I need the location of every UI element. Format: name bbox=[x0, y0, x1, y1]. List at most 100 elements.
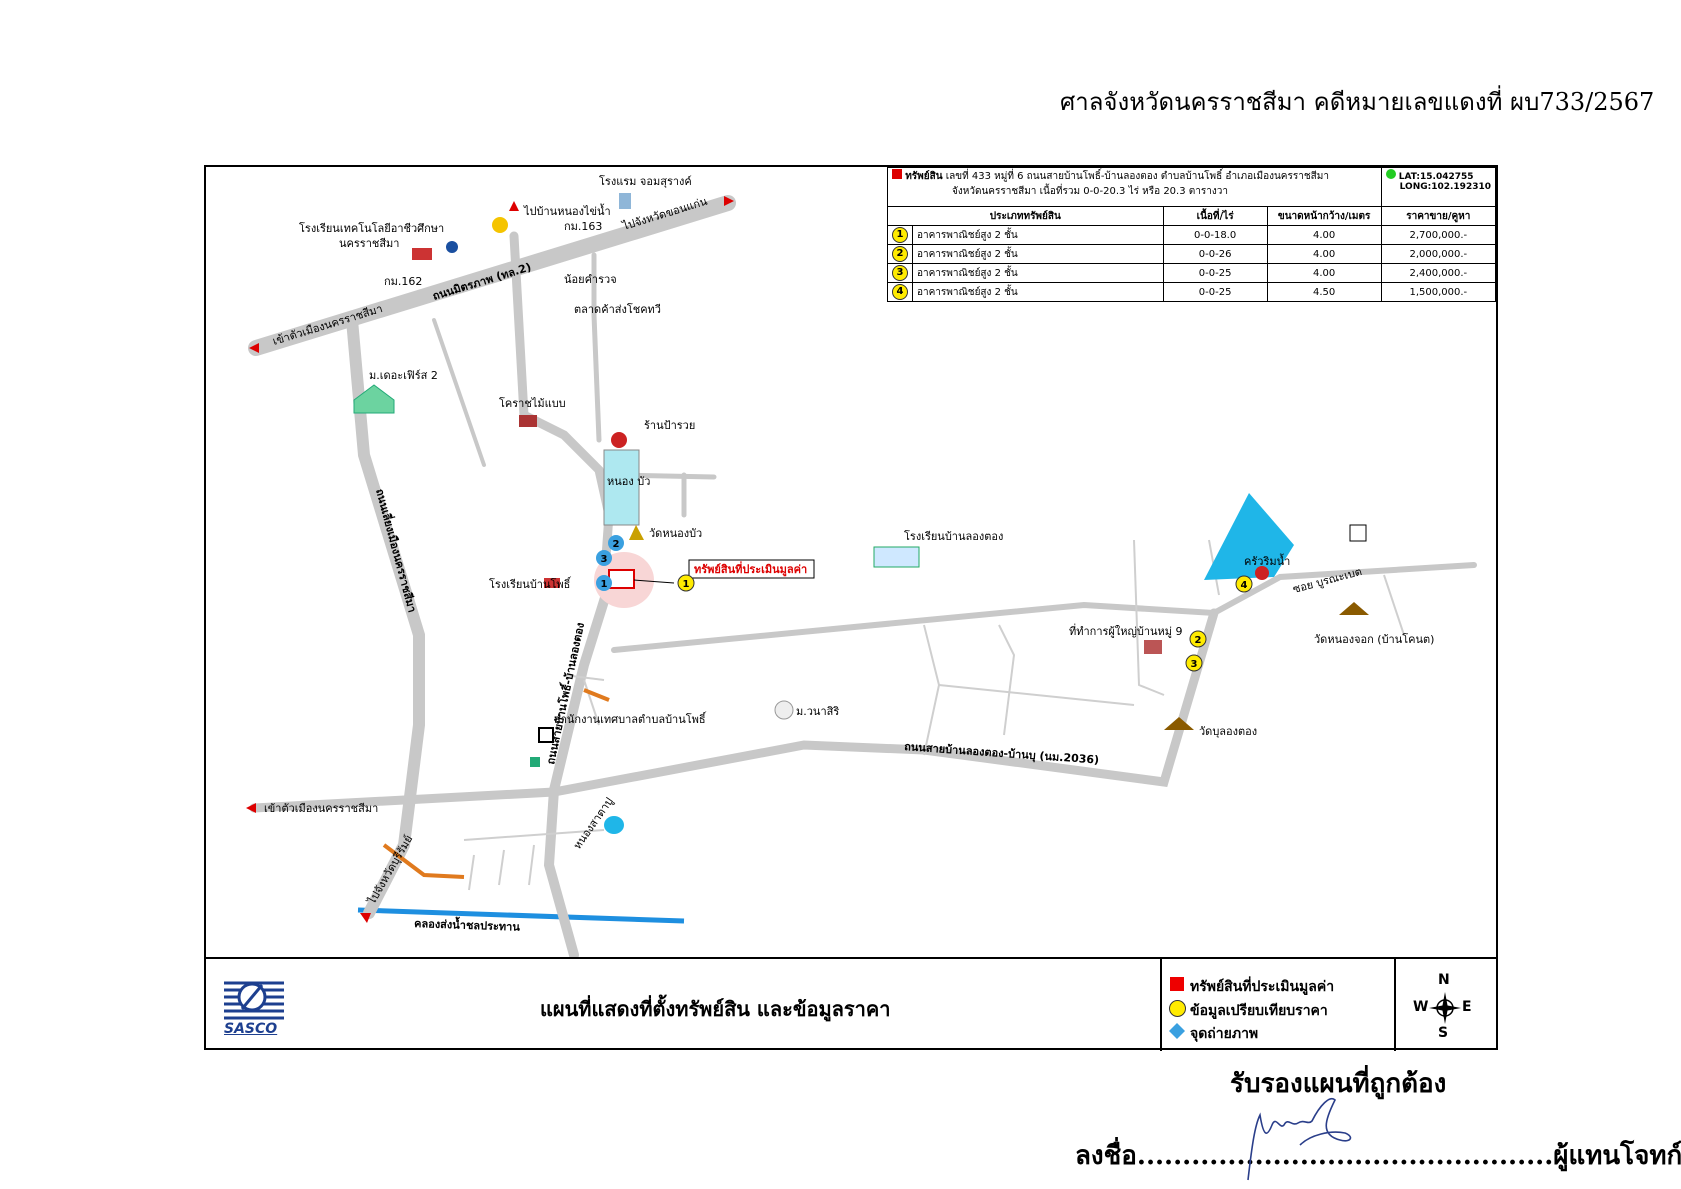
label-school-banpho: โรงเรียนบ้านโพธิ์ bbox=[489, 576, 572, 591]
svg-text:3: 3 bbox=[601, 554, 608, 565]
road-north bbox=[509, 231, 614, 590]
label-hotel: โรงแรม จอมสุรางค์ bbox=[599, 174, 692, 188]
label-wat-nongbua: วัดหนองบัว bbox=[649, 527, 702, 540]
long-value: LONG:102.192310 bbox=[1399, 182, 1491, 192]
photo-point-1 bbox=[596, 575, 612, 591]
label-village-2: ม.เดอะเฟิร์ส 2 bbox=[369, 369, 438, 382]
arrow-up bbox=[509, 201, 519, 211]
road-small-1 bbox=[432, 318, 486, 467]
village-nasiri-icon bbox=[774, 700, 794, 720]
signature-line: ลงชื่อ..................................… bbox=[1075, 1135, 1681, 1176]
gas-icon bbox=[446, 241, 458, 253]
page-title: ศาลจังหวัดนครราชสีมา คดีหมายเลขแดงที่ ผบ… bbox=[1060, 88, 1655, 116]
wat-icon-nongjok bbox=[1339, 602, 1369, 615]
sasco-wordmark: SASCO bbox=[224, 1021, 278, 1037]
col-price: ราคาขาย/คูหา bbox=[1380, 206, 1497, 226]
sign-prefix: ลงชื่อ bbox=[1075, 1141, 1137, 1171]
label-wat-bulongtong: วัดบุลองตอง bbox=[1199, 725, 1257, 738]
col-area: เนื้อที่/ไร่ bbox=[1162, 206, 1268, 226]
property-marker-icon bbox=[892, 169, 902, 179]
krua-icon bbox=[1255, 566, 1269, 580]
table-row: 4 อาคารพาณิชย์สูง 2 ชั้น 0-0-25 4.50 1,5… bbox=[887, 282, 1497, 302]
school-icon-longtong bbox=[873, 546, 920, 568]
canal-line bbox=[357, 907, 685, 924]
property-label: ทรัพย์สิน bbox=[905, 171, 943, 182]
label-canal: คลองส่งน้ำชลประทาน bbox=[414, 915, 521, 934]
road-mittraphap bbox=[248, 195, 736, 356]
svg-text:2: 2 bbox=[613, 539, 620, 550]
col-type: ประเภททรัพย์สิน bbox=[887, 206, 1164, 226]
small-pond bbox=[604, 816, 624, 834]
label-pond: หนอง บัว bbox=[607, 475, 650, 488]
label-to-city-bottom: เข้าตัวเมืองนครราชสีมา bbox=[264, 802, 378, 815]
legend-compare-icon bbox=[1169, 1000, 1186, 1017]
sign-suffix: ผู้แทนโจทก์ bbox=[1553, 1141, 1681, 1171]
label-noi: น้อยคำรวจ bbox=[564, 273, 617, 286]
gps-icon bbox=[1385, 169, 1396, 179]
label-km162: กม.162 bbox=[384, 275, 422, 288]
pond-nongbua bbox=[603, 449, 640, 526]
legend-photo-icon bbox=[1169, 1023, 1185, 1039]
arrow-left-bottom bbox=[246, 803, 256, 813]
label-to-nongsaina: ไปบ้านหนองไข่น้ำ bbox=[523, 203, 611, 218]
label-krua: ครัวริมน้ำ bbox=[1244, 553, 1290, 568]
headman-icon bbox=[1144, 640, 1162, 654]
compass-e: E bbox=[1462, 999, 1472, 1015]
svg-text:4: 4 bbox=[1241, 580, 1248, 591]
label-wood: โคราชไม้แบบ bbox=[499, 396, 566, 410]
svg-text:2: 2 bbox=[1195, 635, 1202, 646]
table-row: 1 อาคารพาณิชย์สูง 2 ชั้น 0-0-18.0 4.00 2… bbox=[887, 225, 1497, 245]
label-school-longtong: โรงเรียนบ้านลองตอง bbox=[904, 529, 1003, 543]
legend-property-icon bbox=[1170, 977, 1184, 991]
school-icon-top bbox=[412, 248, 432, 260]
compass-n: N bbox=[1438, 972, 1450, 988]
label-km163: กม.163 bbox=[564, 220, 602, 233]
certify-heading: รับรองแผนที่ถูกต้อง bbox=[1230, 1069, 1447, 1099]
compass bbox=[1394, 957, 1498, 1051]
label-tech-2: นครราชสีมา bbox=[339, 237, 399, 250]
col-width: ขนาดหน้ากว้าง/เมตร bbox=[1266, 206, 1382, 226]
shop-icon bbox=[611, 432, 627, 448]
wood-icon bbox=[519, 415, 537, 427]
water-kruarimnam bbox=[1204, 493, 1294, 580]
handwritten-signature bbox=[1247, 1098, 1352, 1181]
compass-rose-icon bbox=[1429, 992, 1461, 1024]
subject-label-box bbox=[688, 559, 815, 579]
label-wat-nongjok: วัดหนองจอก (บ้านโคนต) bbox=[1314, 632, 1434, 646]
label-market: ตลาดค้าส่งโชคทวี bbox=[574, 302, 661, 316]
wat-icon-bulongtong bbox=[1164, 717, 1194, 730]
hotel-icon bbox=[619, 193, 631, 209]
compass-w: W bbox=[1413, 999, 1429, 1015]
photo-point-2 bbox=[608, 535, 624, 551]
map-frame bbox=[204, 165, 1498, 1050]
arrow-right-top bbox=[724, 196, 734, 206]
table-row: 2 อาคารพาณิชย์สูง 2 ชั้น 0-0-26 4.00 2,0… bbox=[887, 244, 1497, 264]
legend-photo-label: จุดถ่ายภาพ bbox=[1190, 1026, 1259, 1042]
shell-icon bbox=[492, 217, 508, 233]
road-longtong bbox=[249, 608, 1219, 813]
label-tech-1: โรงเรียนเทคโนโลยีอาชีวศึกษา bbox=[299, 221, 444, 235]
compare-point-1 bbox=[677, 574, 695, 592]
municipal-icon bbox=[538, 727, 554, 743]
compare-point-2 bbox=[1189, 630, 1207, 648]
compare-point-3 bbox=[1185, 654, 1203, 672]
sasco-logo-icon bbox=[224, 981, 284, 1020]
compass-s: S bbox=[1438, 1025, 1449, 1041]
arrow-down-left bbox=[360, 913, 371, 923]
fuel-icon bbox=[1349, 524, 1367, 542]
sign-dots: ........................................… bbox=[1136, 1141, 1554, 1171]
label-subject: ทรัพย์สินที่ประเมินมูลค่า bbox=[694, 561, 807, 577]
label-headman: ที่ทำการผู้ใหญ่บ้านหมู่ 9 bbox=[1069, 623, 1183, 638]
location-map: โรงแรม จอมสุรางค์ ไปบ้านหนองไข่น้ำ กม.16… bbox=[246, 174, 1477, 957]
sasco-logo: SASCO bbox=[222, 977, 286, 1039]
photo-point-3 bbox=[596, 550, 612, 566]
property-desc-1: เลขที่ 433 หมู่ที่ 6 ถนนสายบ้านโพธิ์-บ้า… bbox=[945, 171, 1329, 182]
lat-value: LAT:15.042755 bbox=[1398, 172, 1474, 182]
label-municipal: สำนักงานเทศบาลตำบลบ้านโพธิ์ bbox=[554, 711, 707, 726]
property-desc-2: จังหวัดนครราชสีมา เนื้อที่รวม 0-0-20.3 ไ… bbox=[952, 186, 1228, 197]
orange-road-2 bbox=[583, 688, 610, 702]
map-title: แผนที่แสดงที่ตั้งทรัพย์สิน และข้อมูลราคา bbox=[540, 997, 891, 1021]
road-north2 bbox=[591, 252, 602, 443]
legend bbox=[1160, 957, 1394, 1051]
orange-road-1 bbox=[382, 843, 465, 879]
